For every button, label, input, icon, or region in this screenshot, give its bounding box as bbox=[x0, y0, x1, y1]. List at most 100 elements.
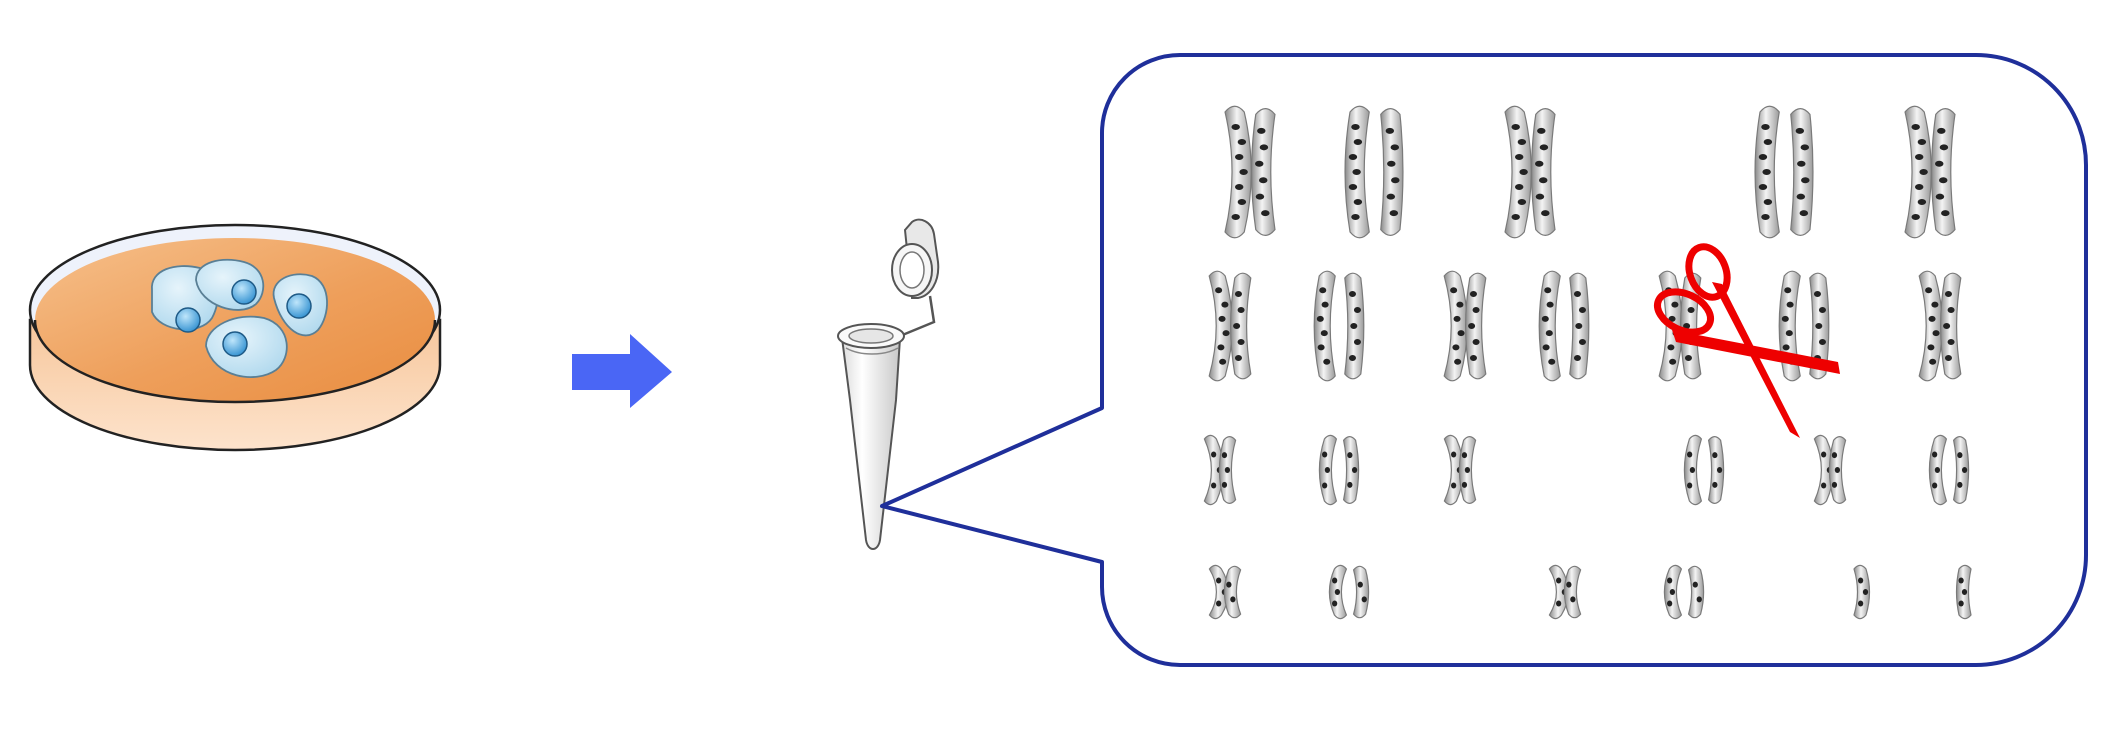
chromosome-band bbox=[1932, 451, 1938, 458]
chromosome-band bbox=[1387, 160, 1396, 167]
chromosome-band bbox=[1712, 452, 1718, 459]
nucleus bbox=[222, 331, 248, 357]
chromosome-band bbox=[1257, 127, 1266, 134]
chromosome-band bbox=[1216, 577, 1222, 584]
chromosome-band bbox=[1937, 127, 1946, 134]
chromosome-band bbox=[1539, 144, 1549, 151]
chromosome-band bbox=[1578, 307, 1586, 313]
chromosome-band bbox=[1578, 339, 1586, 345]
chromosome-band bbox=[1237, 139, 1247, 145]
chromosome-icon bbox=[1443, 270, 1468, 382]
chromosome-band bbox=[1347, 452, 1353, 459]
chromosome-band bbox=[1519, 169, 1528, 175]
chromosome-band bbox=[1389, 210, 1399, 217]
chromosome-band bbox=[1667, 600, 1673, 607]
chromosome-band bbox=[1514, 184, 1524, 190]
chromosome-band bbox=[1316, 315, 1324, 322]
chromosome-band bbox=[1801, 177, 1810, 184]
chromosome-icon bbox=[1223, 565, 1242, 619]
chromosome-icon bbox=[1342, 436, 1360, 504]
chromosome-band bbox=[1215, 287, 1223, 294]
chromosome-band bbox=[1961, 467, 1968, 473]
chromosome-band bbox=[1818, 339, 1826, 345]
chromosome-band bbox=[1914, 154, 1924, 160]
chromosome-band bbox=[1233, 323, 1241, 329]
chromosome-band bbox=[1927, 344, 1935, 351]
chromosome-band bbox=[1219, 358, 1227, 365]
chromosome-band bbox=[1821, 482, 1827, 489]
chromosome-icon bbox=[1352, 565, 1370, 619]
chromosome-band bbox=[1929, 358, 1937, 365]
chromosome-band bbox=[1351, 124, 1360, 130]
chromosome-band bbox=[1511, 214, 1520, 220]
chromosome-band bbox=[1944, 355, 1952, 361]
chromosome-band bbox=[1687, 307, 1695, 313]
chromosome-band bbox=[1218, 315, 1226, 322]
chromosome-band bbox=[1472, 307, 1480, 313]
chromosome-band bbox=[1234, 355, 1242, 361]
chromosome-band bbox=[1800, 144, 1810, 151]
chromosome-band bbox=[1687, 482, 1693, 489]
chromosome-band bbox=[1231, 124, 1240, 130]
chromosome-band bbox=[1928, 315, 1936, 322]
chromosome-band bbox=[1556, 577, 1562, 584]
chromosome-band bbox=[1541, 315, 1549, 322]
chromosome-band bbox=[1784, 287, 1792, 294]
chromosome-band bbox=[1573, 355, 1581, 361]
chromosome-band bbox=[1556, 600, 1562, 607]
scissors-icon bbox=[1654, 243, 1840, 438]
chromosome-band bbox=[1320, 330, 1328, 337]
chromosome-band bbox=[1332, 600, 1338, 607]
chromosome-band bbox=[1234, 154, 1244, 160]
chromosome-band bbox=[1514, 154, 1524, 160]
chromosome-band bbox=[1957, 481, 1963, 488]
chromosome-band bbox=[1669, 358, 1677, 365]
chromosome-band bbox=[1535, 160, 1544, 167]
chromosome-band bbox=[1259, 144, 1269, 151]
chromosome-band bbox=[1319, 287, 1327, 294]
chromosome-band bbox=[1857, 577, 1864, 584]
chromosome-band bbox=[1797, 160, 1806, 167]
chromosome-band bbox=[1259, 177, 1268, 184]
chromosome-icon bbox=[1548, 564, 1569, 620]
chromosome-band bbox=[1934, 467, 1941, 473]
chromosome-band bbox=[1815, 323, 1823, 329]
chromosome-icon bbox=[1530, 108, 1556, 236]
chromosome-band bbox=[1669, 589, 1676, 595]
chromosome-band bbox=[1958, 600, 1964, 607]
chromosome-band bbox=[1935, 160, 1944, 167]
chromosome-band bbox=[1351, 214, 1360, 220]
chromosome-band bbox=[1761, 124, 1770, 130]
chromosome-band bbox=[1914, 184, 1924, 190]
chromosome-band bbox=[1350, 323, 1358, 329]
chromosome-band bbox=[1221, 481, 1228, 488]
chromosome-band bbox=[1391, 177, 1400, 184]
chromosome-band bbox=[1961, 589, 1968, 595]
chromosome-band bbox=[1450, 287, 1458, 294]
chromosome-band bbox=[1237, 199, 1247, 205]
chromosome-band bbox=[1917, 139, 1927, 145]
chromosome-band bbox=[1237, 339, 1245, 345]
chromosome-band bbox=[1712, 481, 1718, 488]
chromosome-band bbox=[1334, 589, 1341, 595]
chromosome-band bbox=[1943, 323, 1951, 329]
chromosome-icon bbox=[1230, 272, 1252, 380]
chromosome-band bbox=[1786, 301, 1794, 308]
chromosome-band bbox=[1813, 291, 1821, 297]
chromosome-band bbox=[1222, 330, 1230, 337]
chromosome-icon bbox=[1952, 436, 1970, 504]
chromosome-band bbox=[1451, 451, 1457, 458]
chromosome-band bbox=[1332, 577, 1338, 584]
chromosome-band bbox=[1566, 581, 1572, 588]
chromosome-band bbox=[1758, 184, 1768, 190]
chromosome-band bbox=[1957, 452, 1963, 459]
chromosome-icon bbox=[1813, 434, 1834, 506]
chromosome-band bbox=[1230, 596, 1236, 603]
chromosome-band bbox=[1452, 344, 1460, 351]
petri-dish-icon bbox=[28, 223, 442, 452]
chromosome-band bbox=[1546, 301, 1554, 308]
chromosome-band bbox=[1762, 169, 1771, 175]
chromosome-band bbox=[1818, 307, 1826, 313]
chromosome-band bbox=[1939, 177, 1948, 184]
chromosome-band bbox=[1667, 344, 1675, 351]
